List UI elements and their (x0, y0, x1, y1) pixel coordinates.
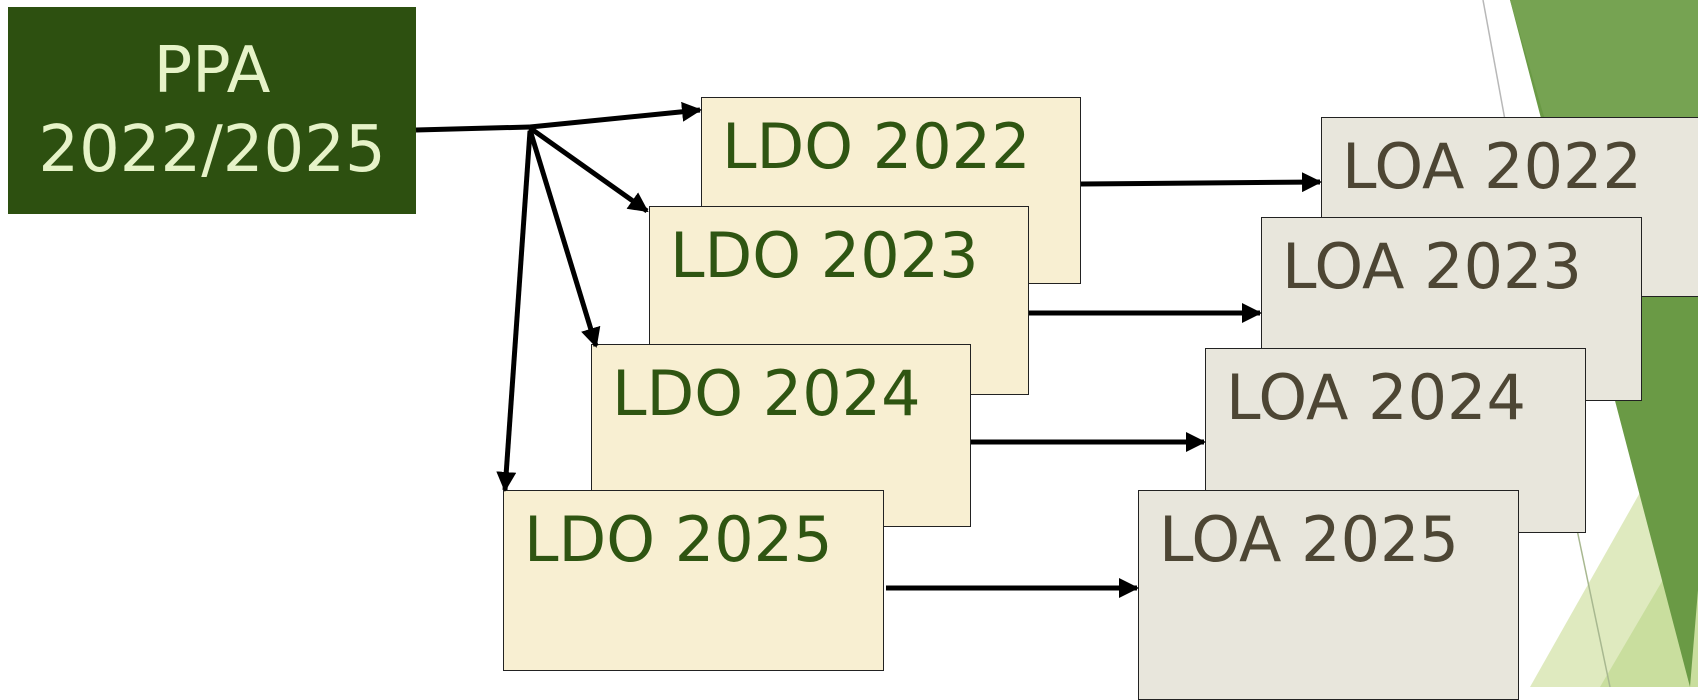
loa-2022-label: LOA 2022 (1342, 130, 1642, 203)
ldo-2025-label: LDO 2025 (524, 503, 833, 576)
ppa-label: PPA (153, 34, 271, 109)
ldo-2024-label: LDO 2024 (612, 357, 921, 430)
ppa-period: 2022/2025 (38, 112, 386, 187)
arrow-ldo-2022-to-loa-2022 (1080, 172, 1322, 193)
arrow-ppa-to-ldo-2024 (527, 129, 601, 348)
arrow-ppa-to-ldo-2025 (496, 130, 533, 492)
loa-2024-label: LOA 2024 (1226, 361, 1526, 434)
loa-2023-label: LOA 2023 (1282, 230, 1582, 303)
ppa-box: PPA 2022/2025 (8, 7, 416, 214)
deco-thin-line (1482, 0, 1506, 121)
arrow-ppa-to-ldo-2022 (529, 101, 702, 130)
deco-thin-line-2 (1574, 519, 1611, 687)
loa-2025-box: LOA 2025 (1138, 490, 1519, 700)
arrow-ppa-trunk (415, 124, 531, 133)
ldo-2025-box: LDO 2025 (503, 490, 884, 671)
ldo-2022-label: LDO 2022 (722, 110, 1031, 183)
ldo-2023-label: LDO 2023 (670, 219, 979, 292)
deco-dark-band-top (1510, 0, 1698, 120)
loa-2025-label: LOA 2025 (1159, 503, 1459, 576)
arrow-ppa-to-ldo-2023 (528, 125, 649, 214)
